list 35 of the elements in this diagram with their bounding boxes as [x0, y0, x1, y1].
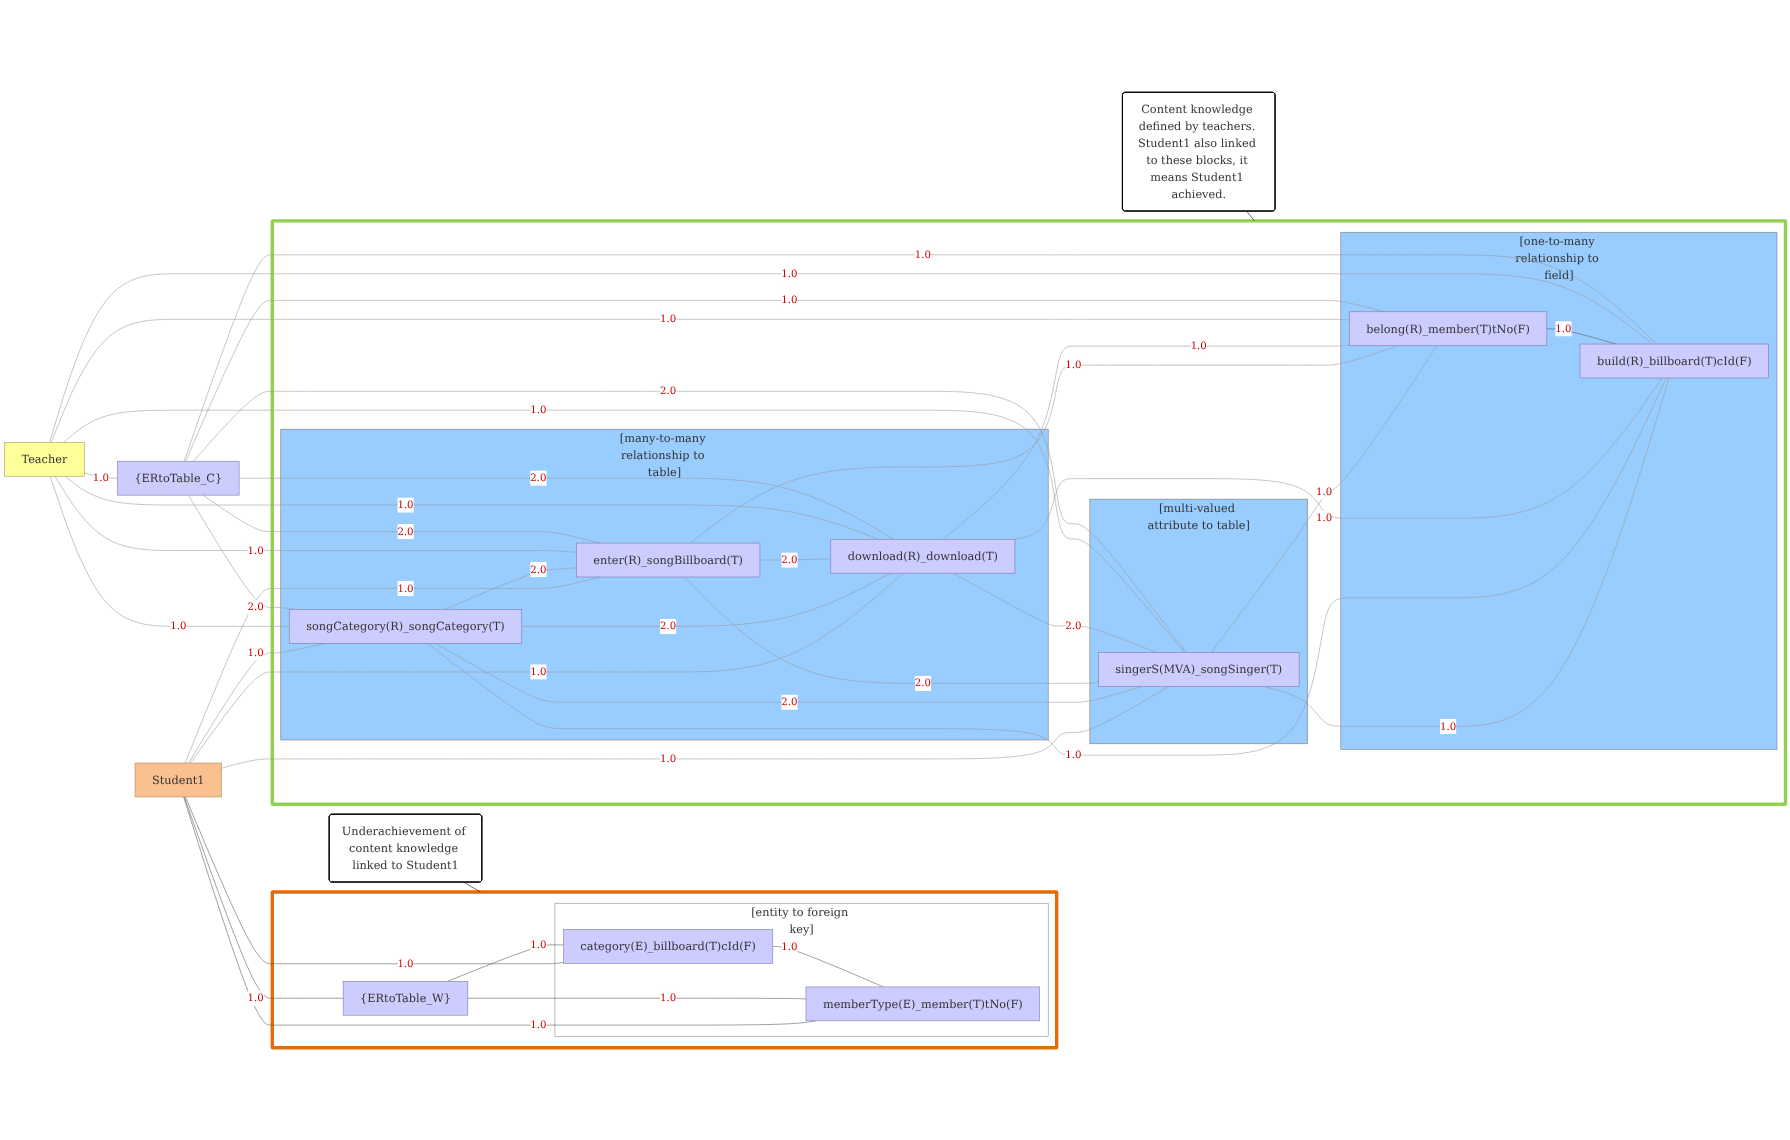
- connector: [759, 558, 832, 561]
- connector: [190, 572, 904, 764]
- connector: [65, 475, 879, 540]
- connector: [447, 944, 564, 982]
- connector: [54, 475, 577, 553]
- connector: [467, 997, 807, 1000]
- connector: [953, 572, 1157, 653]
- connector: [188, 494, 295, 610]
- connector: [49, 273, 1653, 443]
- connector: [183, 254, 1657, 462]
- connector: [184, 796, 344, 999]
- connector: [427, 377, 1667, 756]
- connector: [193, 390, 1187, 653]
- connector: [49, 475, 290, 627]
- connector: [772, 946, 884, 988]
- cluster: [270, 890, 1059, 1050]
- connector: [202, 494, 601, 544]
- connector: [1263, 377, 1670, 727]
- connector: [684, 576, 1099, 684]
- connector: [1211, 345, 1438, 653]
- connector: [185, 300, 1385, 462]
- connector: [463, 881, 481, 893]
- connector: [63, 409, 1185, 653]
- connector: [521, 572, 891, 627]
- connector: [1246, 210, 1255, 222]
- connector: [50, 319, 1350, 443]
- connector: [221, 686, 1170, 769]
- cluster: [270, 219, 1788, 806]
- connector: [444, 567, 577, 610]
- connector: [689, 345, 1399, 544]
- connector: [942, 344, 1350, 540]
- connector: [1014, 377, 1663, 540]
- connector: [238, 477, 895, 540]
- connector: [434, 643, 1143, 703]
- connector: [185, 796, 564, 965]
